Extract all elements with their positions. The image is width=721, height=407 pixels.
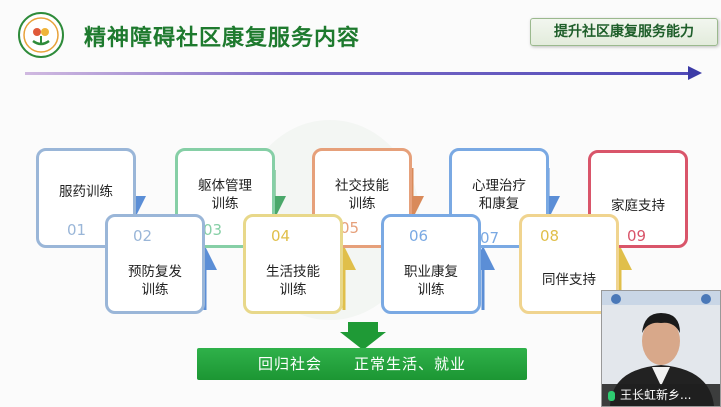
step-box-06: 职业康复 训练 06 [381,214,481,314]
step-label: 家庭支持 [611,198,665,214]
corner-label: 提升社区康复服务能力 [530,18,718,46]
microphone-icon [608,390,615,401]
step-box-01: 服药训练 01 [36,148,136,248]
step-number: 05 [340,219,360,237]
organization-logo-icon [18,12,64,58]
step-label: 职业康复 训练 [404,264,458,298]
step-number: 02 [133,227,153,245]
step-label: 心理治疗 和康复 [472,178,526,212]
step-number: 07 [480,229,500,247]
divider-arrow-icon [688,66,702,80]
step-number: 04 [271,227,291,245]
step-number: 06 [409,227,429,245]
step-number: 09 [627,227,647,245]
participant-video-tile[interactable]: 王长虹新乡... [601,290,721,407]
step-number: 08 [540,227,560,245]
step-number: 03 [203,221,223,239]
step-label: 服药训练 [59,184,113,200]
step-label: 生活技能 训练 [266,264,320,298]
step-box-09: 家庭支持 09 [588,150,688,248]
down-arrow-icon [340,322,386,350]
slide-title: 精神障碍社区康复服务内容 [84,26,361,51]
participant-name-tag: 王长虹新乡... [602,384,720,406]
step-label: 躯体管理 训练 [198,178,252,212]
step-box-02: 预防复发 训练 02 [105,214,205,314]
participant-name: 王长虹新乡... [620,388,692,402]
step-number: 01 [67,221,87,239]
step-label: 社交技能 训练 [335,178,389,212]
step-box-04: 生活技能 训练 04 [243,214,343,314]
title-divider [25,72,695,75]
step-label: 同伴支持 [542,272,596,288]
outcome-banner: 回归社会 正常生活、就业 [197,348,527,380]
step-label: 预防复发 训练 [128,264,182,298]
